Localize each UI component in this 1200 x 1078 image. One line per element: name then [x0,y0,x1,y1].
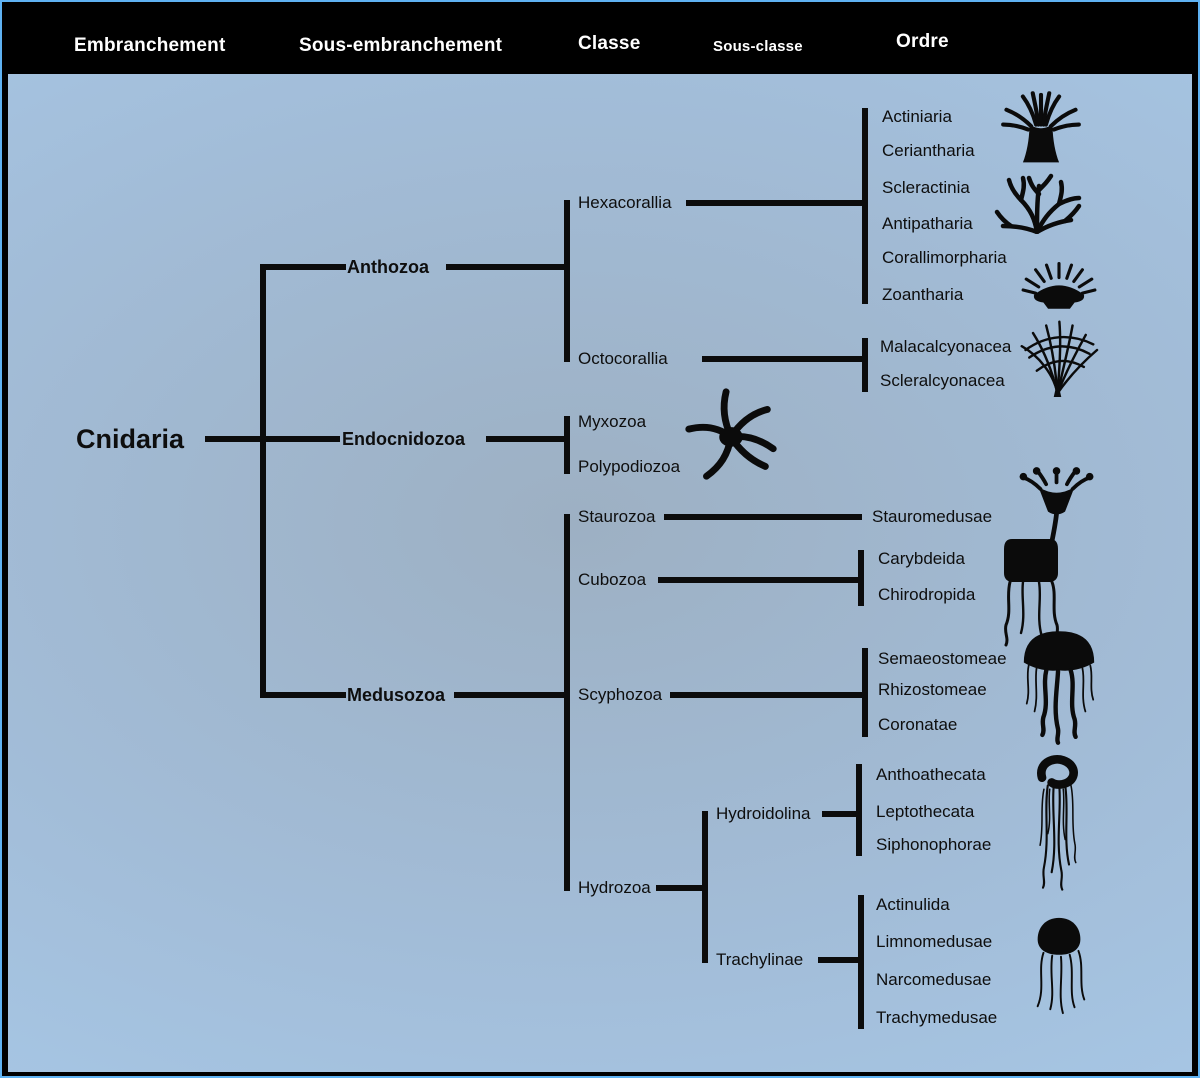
trachyline-jellyfish-icon [1036,917,1086,1015]
order-label-antipatharia: Antipatharia [882,214,973,233]
column-header-classe: Classe [578,33,641,54]
branch-line-octocorallia [702,356,868,362]
branch-line-hydrozoa-subclasses [702,811,708,963]
branch-line-medusozoa-a [260,692,346,698]
order-label-stauromedusae: Stauromedusae [872,507,993,526]
branch-line-medusozoa-b [454,692,570,698]
branch-line-cubozoa [658,577,862,583]
order-label-malacalcyonacea: Malacalcyonacea [880,337,1012,356]
branch-line-medusozoa-classes [564,514,570,891]
order-label-zoantharia: Zoantharia [882,285,964,304]
class-label-staurozoa: Staurozoa [578,507,656,526]
branch-line-hexacorallia [686,200,868,206]
subclass-label-trachylinae: Trachylinae [716,950,804,969]
order-label-ceriantharia: Ceriantharia [882,141,975,160]
order-label-chirodropida: Chirodropida [878,585,976,604]
order-label-carybdeida: Carybdeida [878,549,965,568]
order-label-actinulida: Actinulida [876,895,950,914]
order-label-scleralcyonacea: Scleralcyonacea [880,371,1005,390]
branch-line-trachylinae-orders [858,895,864,1029]
disc-anemone-icon [1021,261,1097,309]
class-label-hexacorallia: Hexacorallia [578,193,672,212]
order-label-coronatae: Coronatae [878,715,958,734]
class-label-scyphozoa: Scyphozoa [578,685,663,704]
class-label-myxozoa: Myxozoa [578,412,647,431]
branch-line-hydrozoa [656,885,708,891]
order-label-corallimorpharia: Corallimorpharia [882,248,1007,267]
branch-line-cubozoa-orders [858,550,864,606]
branching-coral-icon [994,173,1082,234]
order-label-semaeostomeae: Semaeostomeae [878,649,1007,668]
subphylum-label-anthozoa: Anthozoa [347,257,429,277]
branch-line-hexacorallia-orders [862,108,868,304]
branch-line-anthozoa-classes [564,200,570,362]
sea-anemone-icon [1001,91,1081,163]
class-label-octocorallia: Octocorallia [578,349,668,368]
stauromedusa-icon [1019,467,1094,545]
true-jellyfish-icon [1023,631,1095,745]
siphonophore-icon [1037,755,1078,891]
column-header-sous-embranchement: Sous-embranchement [299,35,503,56]
subphylum-label-medusozoa: Medusozoa [347,685,446,705]
order-label-narcomedusae: Narcomedusae [876,970,992,989]
order-label-rhizostomeae: Rhizostomeae [878,680,987,699]
branch-line-endocnidozoa-a [260,436,340,442]
order-label-actiniaria: Actiniaria [882,107,952,126]
branch-line-scyphozoa-orders [862,648,868,737]
branch-line-staurozoa [664,514,862,520]
branch-line-octocorallia-orders [862,338,868,392]
branch-line-anthozoa-b [446,264,570,270]
class-label-hydrozoa: Hydrozoa [578,878,651,897]
order-label-leptothecata: Leptothecata [876,802,975,821]
branch-line-anthozoa-a [260,264,346,270]
branch-line-endocnidozoa-classes [564,416,570,474]
order-label-trachymedusae: Trachymedusae [876,1008,998,1027]
subphylum-label-endocnidozoa: Endocnidozoa [342,429,465,449]
order-label-anthoathecata: Anthoathecata [876,765,986,784]
box-jellyfish-icon [1004,539,1060,647]
branch-line-trachylinae [818,957,862,963]
order-label-siphonophorae: Siphonophorae [876,835,992,854]
column-header-embranchement: Embranchement [74,35,226,56]
branch-line-subphyla-spine [260,264,266,698]
order-label-scleractinia: Scleractinia [882,178,970,197]
subclass-label-hydroidolina: Hydroidolina [716,804,811,823]
column-header-ordre: Ordre [896,31,949,52]
root-label-cnidaria: Cnidaria [76,424,185,454]
sea-fan-icon [1020,320,1099,398]
column-header-sous-classe: Sous-classe [713,38,803,55]
myxozoan-icon [685,388,777,480]
order-label-limnomedusae: Limnomedusae [876,932,993,951]
branch-line-root [205,436,263,442]
branch-line-hydroidolina-orders [856,764,862,856]
branch-line-hydroidolina [822,811,860,817]
branch-line-endocnidozoa-b [486,436,570,442]
diagram-canvas [8,74,1192,1072]
class-label-cubozoa: Cubozoa [578,570,647,589]
branch-line-scyphozoa [670,692,865,698]
class-label-polypodiozoa: Polypodiozoa [578,457,681,476]
